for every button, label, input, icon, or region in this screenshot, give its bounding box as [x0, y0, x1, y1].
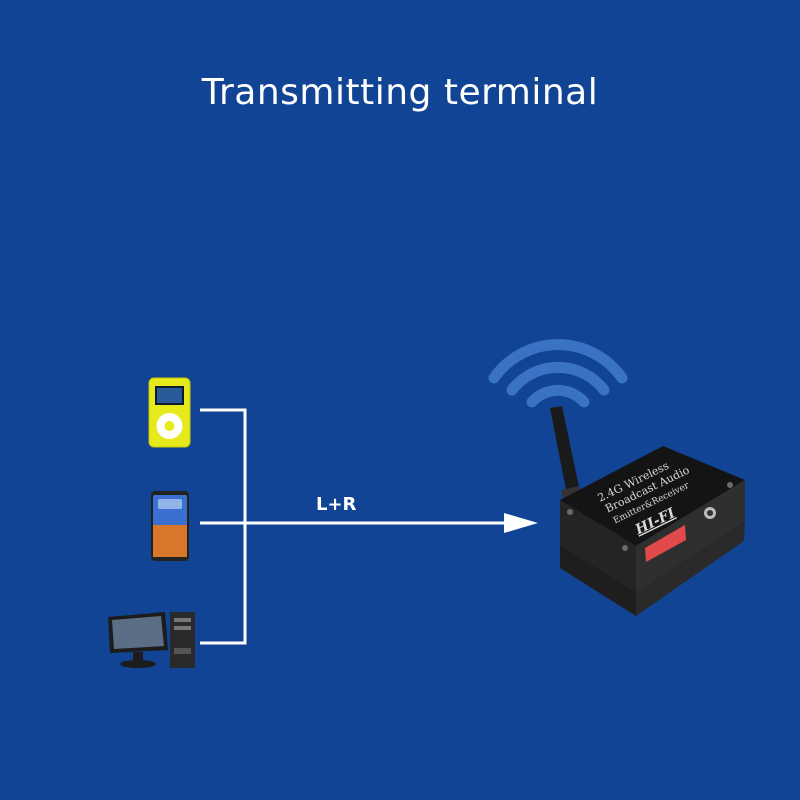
mp3-player-icon	[148, 377, 191, 448]
signal-label: L+R	[316, 494, 357, 515]
bracket-line	[200, 408, 247, 645]
desktop-computer-icon	[108, 612, 195, 668]
arrow-head	[504, 513, 538, 533]
wifi-signal-icon	[488, 339, 628, 408]
diagram-title: Transmitting terminal	[201, 72, 599, 113]
connection-lines	[200, 408, 538, 645]
wireless-transmitter-icon: 2.4G Wireless Broadcast Audio Emitter&Re…	[550, 406, 745, 616]
smartphone-icon	[151, 491, 189, 561]
